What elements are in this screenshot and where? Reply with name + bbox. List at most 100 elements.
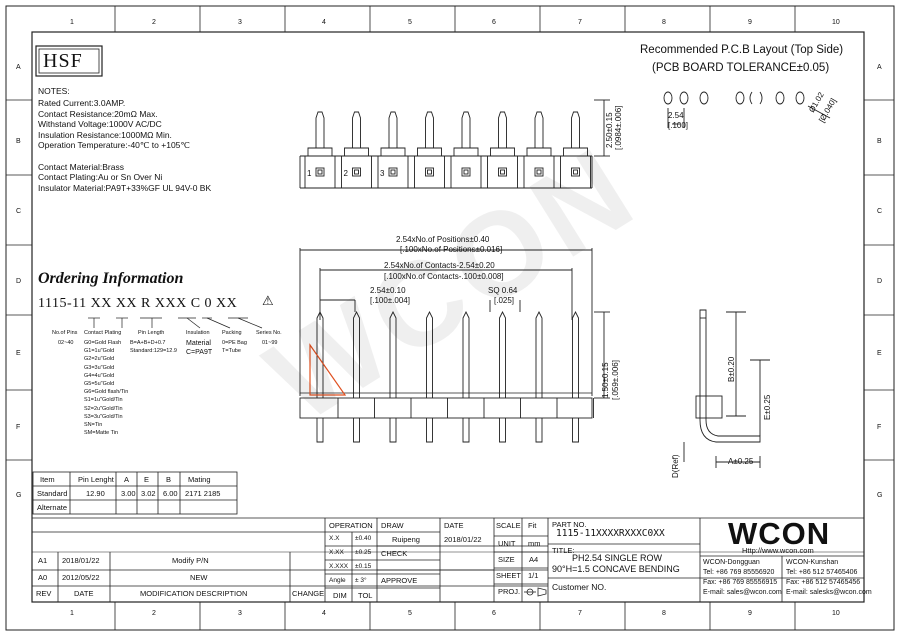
approve-label: APPROVE (381, 576, 418, 585)
contact-line: E-mail: salesks@wcon.com (786, 589, 872, 596)
row-label: E (877, 350, 882, 357)
top-pin-square (388, 167, 398, 177)
tolerance-dim: Angle (329, 577, 346, 584)
pin-table-header: Pin Lenght (78, 475, 114, 484)
top-pin (534, 111, 544, 148)
note-line: Insulator Material:PA9T+33%GF UL 94V-0 B… (38, 182, 212, 193)
front-pin (426, 310, 433, 443)
note-line: Rated Current:3.0AMP. (38, 98, 126, 108)
plating-option: G4=4u"Gold (84, 372, 115, 379)
dim-pitch: 2.54 (668, 111, 684, 120)
row-label: G (16, 492, 22, 499)
top-pin-square (534, 167, 544, 177)
proj-label: PROJ. (498, 587, 521, 596)
pins-range: 02~40 (58, 340, 74, 346)
row-label: A (877, 64, 882, 71)
top-pin-square (498, 167, 507, 177)
top-pin (425, 111, 434, 148)
front-view-pins (316, 310, 594, 443)
front-pin (535, 310, 543, 443)
title-block-grid (32, 517, 864, 602)
column-label: 10 (832, 19, 840, 26)
front-pin (353, 310, 360, 443)
top-pin-housing (450, 147, 482, 188)
column-label: 1 (70, 610, 74, 617)
plating-option: S3=3u"Gold/Tin (84, 413, 123, 420)
column-label: 10 (832, 610, 840, 617)
contact-line: E-mail: sales@wcon.com (703, 589, 782, 596)
note-line: Withstand Voltage:1000V AC/DC (38, 119, 162, 130)
scale-value: Fit (528, 521, 537, 530)
row-label: D (877, 278, 883, 285)
column-label: 8 (662, 610, 666, 617)
column-label: 3 (238, 19, 242, 26)
top-pin-square-inner (573, 169, 578, 175)
pin-table-grid (32, 471, 238, 515)
tolerance-dim: X.X (329, 535, 340, 542)
column-label: 8 (662, 19, 666, 26)
top-pin-housing (414, 147, 445, 188)
pin-table-cell: 3.00 (121, 489, 136, 498)
tolerance-dim: X.XX (329, 549, 344, 556)
row-label: E (16, 350, 21, 357)
top-pin-housing (560, 147, 591, 188)
notes-list: Rated Current:3.0AMP.Contact Resistance:… (38, 98, 211, 193)
column-label: 5 (408, 610, 412, 617)
note-line: Contact Resistance:20mΩ Max. (38, 108, 158, 119)
date-label: DATE (444, 521, 464, 530)
tolerance-value: ±0.15 (355, 563, 372, 570)
rev-a1-desc: Modify P/N (172, 556, 209, 565)
rev-a1: A1 (38, 556, 48, 565)
top-pin-square-inner (317, 169, 323, 175)
note-line: Insulation Resistance:1000MΩ Min. (38, 129, 172, 140)
draw-label: DRAW (381, 521, 404, 530)
date-header: DATE (74, 589, 94, 598)
sheet-label: SHEET (496, 571, 522, 580)
pin-table-cell: 6.00 (163, 489, 178, 498)
row-label: C (877, 208, 883, 215)
website: Http://www.wcon.com (742, 546, 814, 555)
concave-highlight (309, 343, 347, 396)
packing-option: T=Tube (222, 348, 241, 354)
notes-heading: NOTES: (38, 86, 70, 96)
material-option: Material (186, 340, 211, 347)
tolerance-value: ±0.40 (355, 535, 372, 542)
row-label: D (16, 278, 22, 285)
contact-line: WCON-Kunshan (786, 559, 839, 566)
rev-a0-desc: NEW (190, 573, 208, 582)
ordering-label: Packing (222, 330, 242, 336)
top-pin-square (571, 167, 580, 177)
tolerance-value: ±0.25 (355, 549, 372, 556)
plating-option: G2=2u"Gold (84, 356, 115, 363)
pin-table-header: A (124, 475, 130, 484)
column-label: 4 (322, 610, 326, 617)
row-label: G (877, 492, 883, 499)
dim-a: A±0.25 (728, 457, 754, 466)
ordering-label: Insulation (186, 330, 210, 336)
column-label: 5 (408, 19, 412, 26)
front-pin (389, 310, 397, 443)
top-pin-square (461, 167, 471, 177)
top-pin-square-inner (427, 169, 432, 175)
row-label: B (16, 138, 21, 145)
customer-label: Customer NO. (552, 582, 607, 592)
top-pin (571, 111, 580, 148)
top-pin-square-inner (536, 169, 542, 175)
top-pin-housing (377, 147, 409, 188)
top-pin-square-inner (500, 169, 505, 175)
size-value: A4 (529, 555, 539, 564)
dim-e: E±0.25 (763, 394, 772, 420)
pin-table-cell: 12.90 (86, 489, 105, 498)
operation-label: OPERATION (329, 521, 373, 530)
pin-table-cell: 2171 2185 (185, 489, 221, 498)
rev-a0-date: 2012/05/22 (62, 573, 100, 582)
contact-line: Fax: +86 769 85556915 (703, 579, 778, 586)
top-pin-square-inner (354, 169, 359, 175)
contact-line: Tel: +86 512 57465406 (786, 569, 858, 576)
ordering-label: Series No. (256, 330, 282, 336)
dim-height: 1.50±0.15 (601, 362, 610, 398)
pin-table-header: Mating (188, 475, 211, 484)
dim-pitch-tol-in: [.100±.004] (370, 296, 410, 305)
